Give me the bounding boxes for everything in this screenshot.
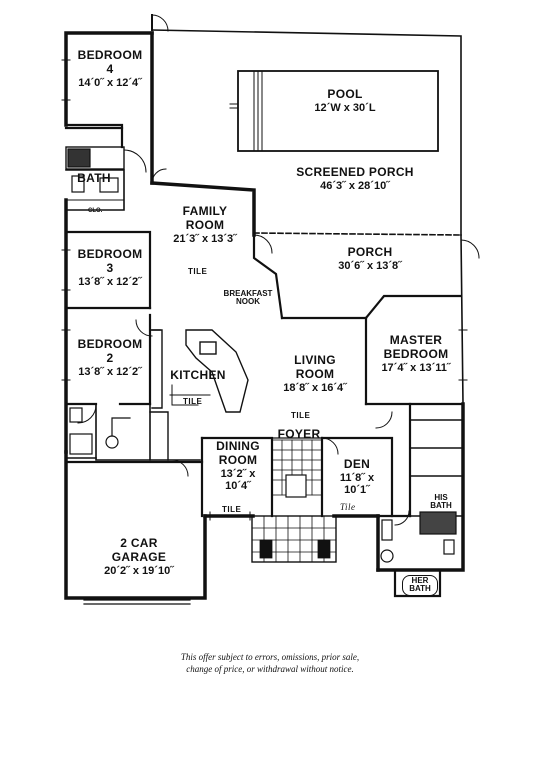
room-dims: 13´8˝ x 12´2˝ bbox=[78, 275, 142, 288]
interior-walls bbox=[64, 123, 465, 598]
room-dims: 30´6˝ x 13´8˝ bbox=[338, 259, 402, 272]
room-name: SCREENED PORCH bbox=[296, 165, 414, 179]
room-label-bath: BATH bbox=[74, 171, 114, 186]
room-label-his-bath: HIS BATH bbox=[426, 493, 456, 511]
room-label-den: DEN 11´8˝ x 10´1˝ bbox=[326, 457, 388, 497]
room-label-garage: 2 CAR GARAGE 20´2˝ x 19´10˝ bbox=[84, 536, 194, 577]
room-name: 2 CAR bbox=[120, 536, 158, 550]
room-name: KITCHEN bbox=[170, 368, 226, 382]
room-name: DINING bbox=[216, 439, 260, 453]
room-name: HIS bbox=[434, 493, 448, 502]
disclaimer-line-1: This offer subject to errors, omissions,… bbox=[180, 652, 360, 662]
room-name: DEN bbox=[343, 457, 371, 471]
room-label-living-room: LIVING ROOM 18´8˝ x 16´4˝ bbox=[270, 353, 360, 394]
disclaimer: This offer subject to errors, omissions,… bbox=[100, 651, 440, 675]
room-name: BEDROOM bbox=[77, 337, 143, 351]
room-label-family-room: FAMILY ROOM 21´3˝ x 13´3˝ bbox=[160, 204, 250, 245]
door-swings bbox=[77, 14, 480, 526]
room-name: FOYER bbox=[277, 427, 321, 441]
exterior-walls bbox=[64, 31, 465, 600]
room-name: HER bbox=[411, 576, 429, 585]
room-dims: 12´W x 30´L bbox=[314, 101, 376, 114]
garage-door bbox=[83, 599, 191, 605]
room-number: 2 bbox=[106, 350, 114, 365]
room-name-2: BEDROOM bbox=[383, 346, 449, 361]
room-label-foyer: FOYER bbox=[274, 427, 324, 442]
room-name: LIVING bbox=[294, 353, 336, 367]
room-label-screened-porch: SCREENED PORCH 46´3˝ x 28´10˝ bbox=[270, 165, 440, 192]
floor-tile-label: TILE bbox=[291, 411, 311, 420]
floor-tile-label: Tile bbox=[340, 502, 356, 512]
room-name: PORCH bbox=[347, 245, 393, 259]
room-name: FAMILY bbox=[182, 204, 228, 218]
room-label-pool: POOL 12´W x 30´L bbox=[270, 87, 420, 114]
room-number: 4 bbox=[106, 61, 114, 76]
room-dims-2: 10´1˝ bbox=[344, 484, 370, 497]
window-marks bbox=[61, 59, 468, 521]
room-name: BEDROOM bbox=[77, 247, 143, 261]
room-dims: 46´3˝ x 28´10˝ bbox=[320, 179, 390, 192]
room-name: POOL bbox=[327, 87, 363, 101]
room-name: BREAKFAST bbox=[223, 289, 273, 298]
room-dims: 21´3˝ x 13´3˝ bbox=[173, 232, 237, 245]
room-name: BEDROOM bbox=[77, 48, 143, 62]
room-label-master-bedroom: MASTER BEDROOM 17´4˝ x 13´11˝ bbox=[368, 333, 464, 374]
room-dims: 13´8˝ x 12´2˝ bbox=[78, 365, 142, 378]
room-label-bedroom-2: BEDROOM 2 13´8˝ x 12´2˝ bbox=[70, 337, 150, 378]
room-dims: 18´8˝ x 16´4˝ bbox=[283, 381, 347, 394]
floor-tile-label: TILE bbox=[183, 397, 203, 406]
room-label-porch: PORCH 30´6˝ x 13´8˝ bbox=[300, 245, 440, 272]
room-number: 3 bbox=[106, 260, 114, 275]
floor-tile-label: TILE bbox=[188, 267, 208, 276]
room-label-her-bath: HER BATH bbox=[402, 575, 438, 596]
room-name-2: BATH bbox=[430, 501, 452, 511]
room-name-2: ROOM bbox=[185, 217, 225, 232]
closet-label: CLO. bbox=[88, 208, 103, 214]
room-dims-2: 10´4˝ bbox=[225, 480, 251, 493]
floor-tile-label: TILE bbox=[222, 505, 242, 514]
room-label-kitchen: KITCHEN bbox=[168, 368, 228, 383]
room-name-2: ROOM bbox=[295, 366, 335, 381]
kitchen-counters bbox=[151, 329, 249, 413]
room-label-dining-room: DINING ROOM 13´2˝ x 10´4˝ bbox=[206, 439, 270, 493]
disclaimer-line-2: change of price, or withdrawal without n… bbox=[186, 664, 354, 675]
room-label-bedroom-3: BEDROOM 3 13´8˝ x 12´2˝ bbox=[70, 247, 150, 288]
room-name-2: BATH bbox=[409, 584, 431, 594]
entry-tile bbox=[251, 439, 337, 563]
room-name-2: ROOM bbox=[218, 452, 258, 467]
bath-fixtures bbox=[67, 148, 457, 563]
room-name-2: NOOK bbox=[236, 297, 260, 307]
room-label-bedroom-4: BEDROOM 4 14´0˝ x 12´4˝ bbox=[70, 48, 150, 89]
pool bbox=[229, 70, 439, 152]
room-label-breakfast-nook: BREAKFAST NOOK bbox=[218, 289, 278, 307]
room-name: BATH bbox=[77, 171, 111, 185]
room-name: MASTER bbox=[389, 333, 443, 347]
room-dims: 11´8˝ x bbox=[339, 471, 375, 484]
screened-porch-walls bbox=[151, 29, 464, 405]
room-dims: 14´0˝ x 12´4˝ bbox=[78, 76, 142, 89]
room-name-2: GARAGE bbox=[111, 549, 167, 564]
room-dims: 20´2˝ x 19´10˝ bbox=[104, 564, 174, 577]
room-dims: 13´2˝ x bbox=[220, 467, 256, 480]
room-dims: 17´4˝ x 13´11˝ bbox=[381, 361, 451, 374]
